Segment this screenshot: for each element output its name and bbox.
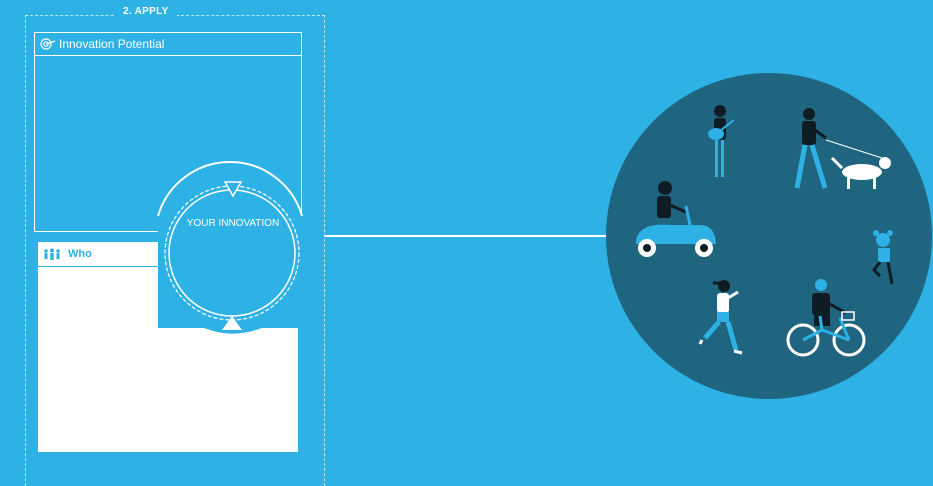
people-circle (0, 0, 933, 472)
